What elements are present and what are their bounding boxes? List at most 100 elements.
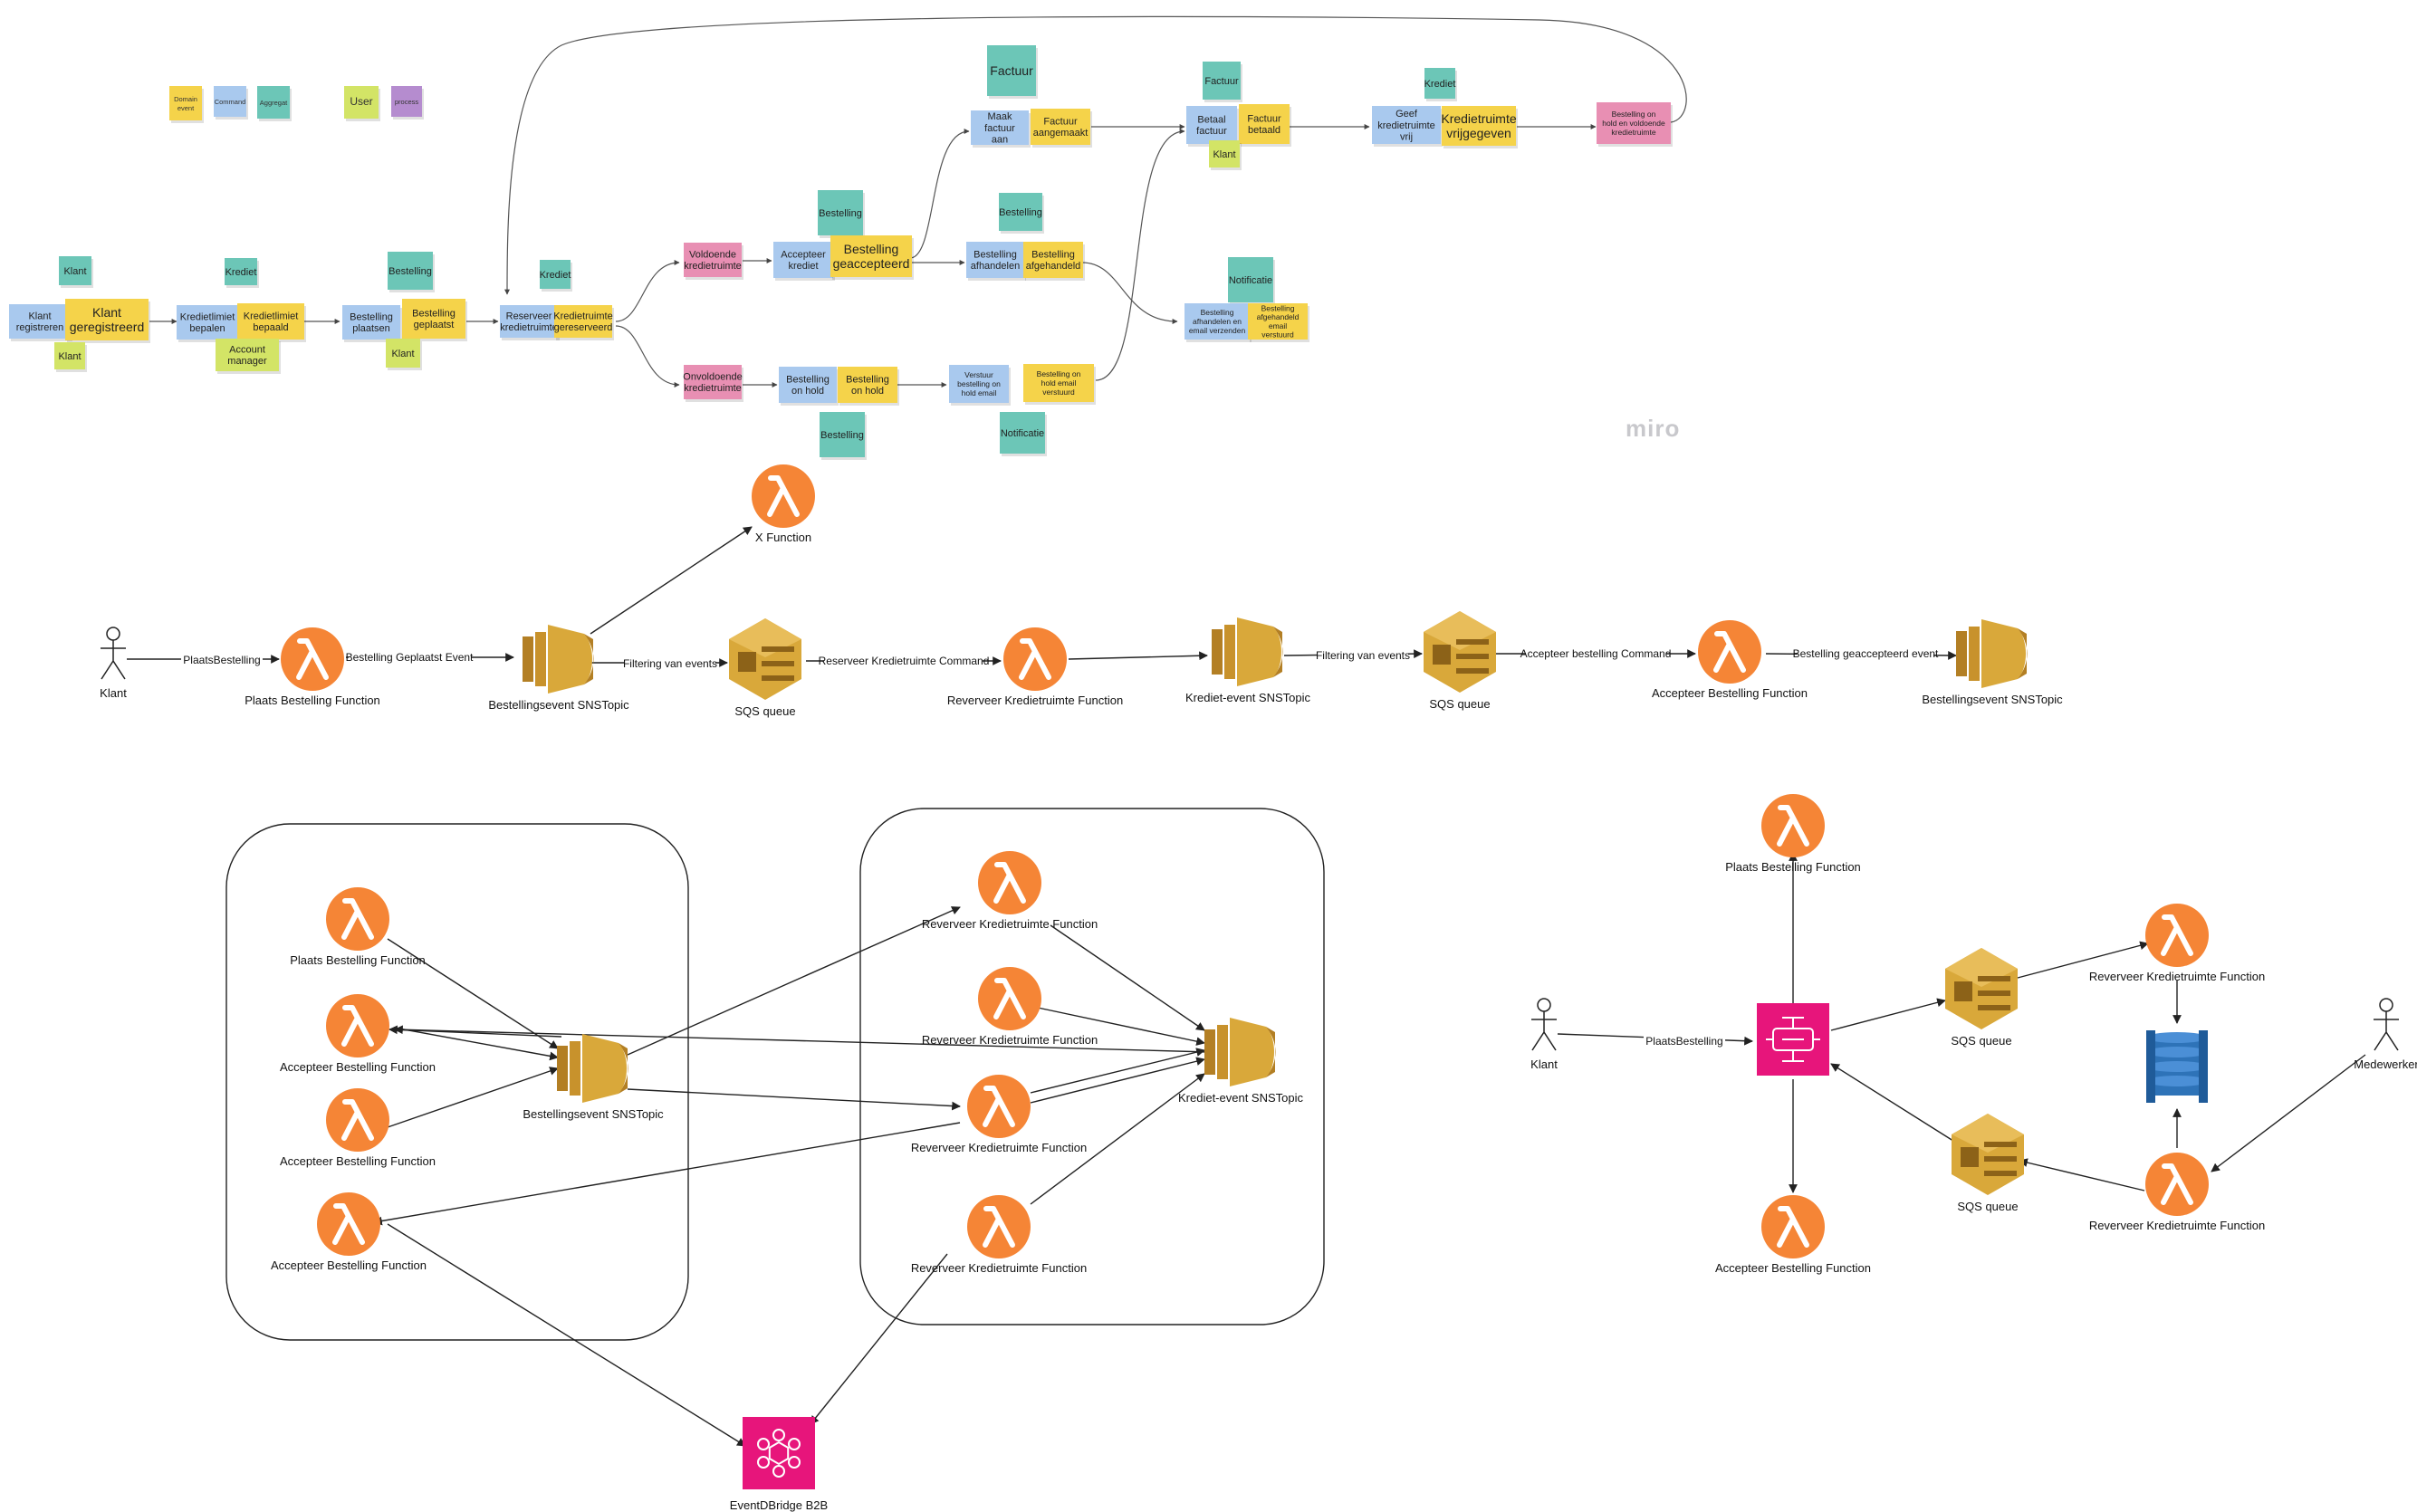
node-actor: Klant [100, 627, 127, 700]
node-lambda: Reverveer Kredietruimte Function [922, 851, 1098, 931]
krediet-boundary [859, 808, 1325, 1325]
node-label: SQS queue [1957, 1200, 2018, 1213]
node-label: Reverveer Kredietruimte Function [911, 1141, 1087, 1154]
sticky-bg [773, 242, 833, 278]
lambda-icon [1003, 627, 1067, 691]
sticky-note: Klant [386, 339, 422, 370]
legend-item: process [391, 86, 424, 120]
edge-label-accepteer-command: Accepteer bestelling Command [1520, 647, 1672, 660]
node-lambda: Plaats Bestelling Function [290, 887, 426, 967]
sticky-note: Bestelling [999, 193, 1044, 234]
node-label: Reverveer Kredietruimte Function [922, 1033, 1098, 1047]
sticky-text: Krediet [225, 267, 257, 278]
node-label: Krediet-event SNSTopic [1185, 691, 1311, 704]
sticky-bg [1228, 257, 1273, 302]
lambda-icon [2145, 904, 2209, 967]
legend-text: User [350, 95, 372, 108]
architecture-edges [127, 526, 2366, 1447]
node-label: Plaats Bestelling Function [1725, 860, 1861, 874]
node-sns: Krediet-event SNSTopic [1178, 1018, 1304, 1105]
sticky-text: Notificatie [1229, 275, 1272, 286]
sticky-bg [1442, 106, 1516, 146]
node-label: Plaats Bestelling Function [245, 694, 380, 707]
legend-text: Aggregat [260, 99, 288, 107]
sticky-note: Bestelling [818, 190, 865, 238]
sns-topic-icon [523, 625, 594, 694]
node-label: Reverveer Kredietruimte Function [922, 917, 1098, 931]
node-sns: Bestellingsevent SNSTopic [1922, 619, 2063, 706]
sticky-bg [1597, 102, 1671, 144]
sns-topic-icon [557, 1034, 628, 1103]
sticky-bg [388, 252, 433, 290]
node-label: Accepteer Bestelling Function [280, 1060, 436, 1074]
legend-item: User [344, 86, 380, 121]
service-boundaries [225, 808, 1325, 1341]
sticky-bg [177, 305, 238, 340]
sticky-note: Krediet [1424, 68, 1457, 101]
sticky-text: Krediet [540, 270, 571, 281]
edge-labels: PlaatsBestelling Bestelling Geplaatst Ev… [181, 646, 1939, 1048]
sticky-bg [818, 190, 863, 235]
lambda-icon [2145, 1153, 2209, 1216]
dynamodb-icon [2146, 1030, 2208, 1103]
edge-label-plaatsbestelling: PlaatsBestelling [183, 654, 260, 666]
sns-topic-icon [1204, 1018, 1276, 1086]
node-label: Klant [100, 686, 127, 700]
sticky-bg [1186, 106, 1237, 144]
sticky-bg [54, 342, 85, 369]
node-label: Klant [1530, 1057, 1558, 1071]
node-lambda: Accepteer Bestelling Function [271, 1192, 427, 1272]
sticky-bg [684, 243, 742, 277]
edge-label-bestelling-geaccepteerd: Bestelling geaccepteerd event [1793, 647, 1939, 660]
sticky-note: Factuur [1203, 62, 1242, 102]
sticky-bg [949, 365, 1009, 403]
node-sqs: SQS queue [729, 618, 801, 718]
sticky-bg [820, 412, 865, 457]
node-lambda: Accepteer Bestelling Function [280, 994, 436, 1074]
sqs-queue-icon [729, 618, 801, 700]
legend-item: Aggregat [257, 86, 292, 121]
lambda-icon [326, 887, 389, 951]
lambda-icon [1761, 1195, 1825, 1258]
sticky-bg [987, 45, 1036, 96]
sticky-note: Notificatie [1228, 257, 1275, 305]
node-label: EventDBridge B2B [730, 1498, 828, 1512]
node-stepfn [1757, 1003, 1829, 1076]
lambda-icon [326, 1088, 389, 1152]
node-label: Krediet-event SNSTopic [1178, 1091, 1304, 1105]
sticky-bg [65, 299, 149, 340]
sticky-text: Klant [1213, 149, 1235, 160]
node-lambda: Plaats Bestelling Function [245, 627, 380, 707]
lambda-icon [317, 1192, 380, 1256]
sns-topic-icon [1956, 619, 2028, 688]
node-label: Accepteer Bestelling Function [1715, 1261, 1871, 1275]
node-sns: Bestellingsevent SNSTopic [488, 625, 629, 712]
node-label: Accepteer Bestelling Function [271, 1258, 427, 1272]
